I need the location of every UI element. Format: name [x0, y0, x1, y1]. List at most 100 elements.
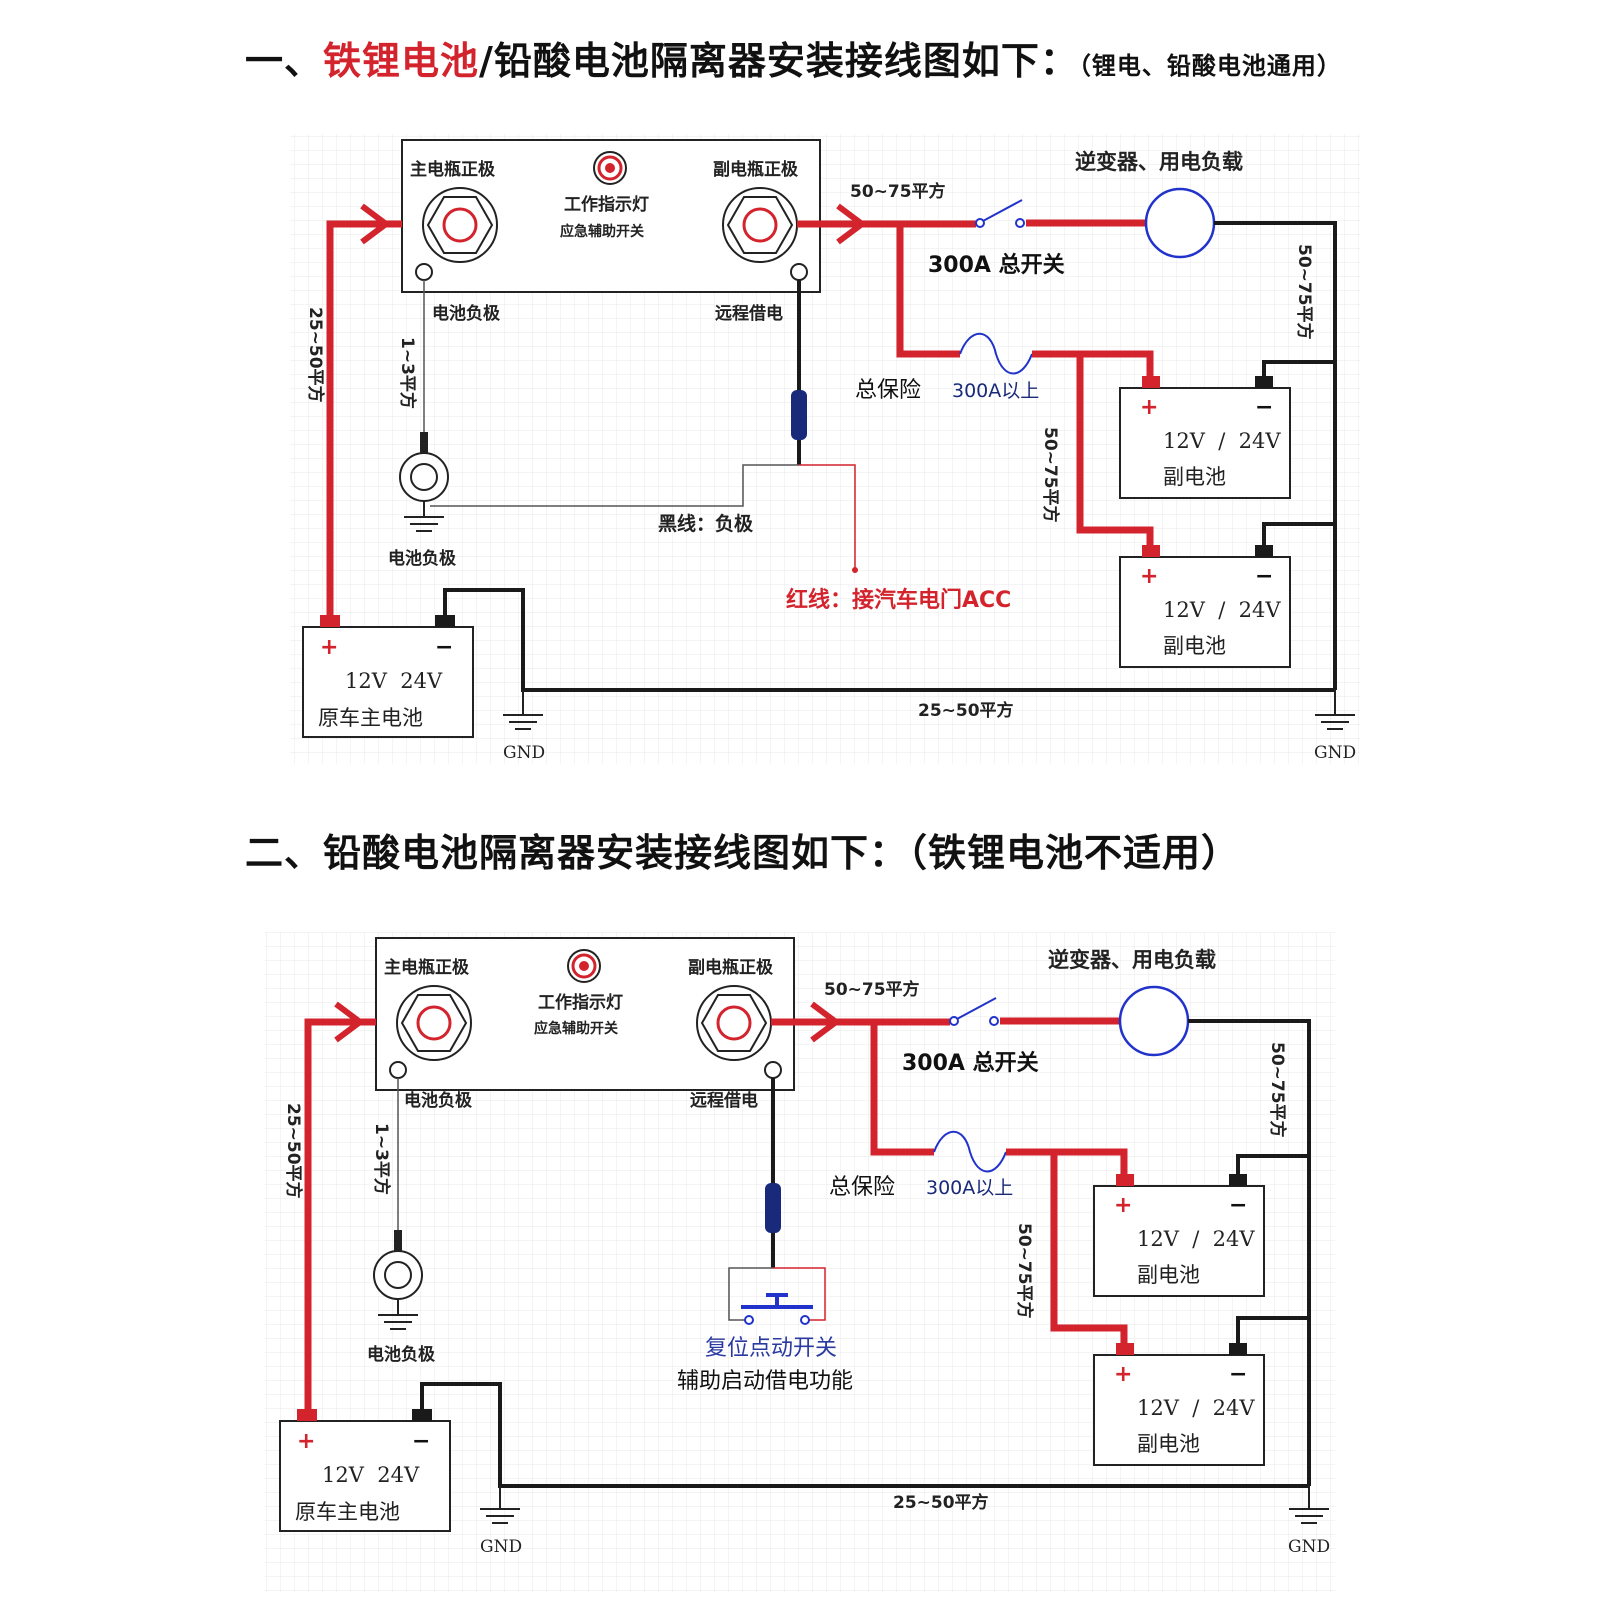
black-wire-sub-neg-2 [1262, 522, 1335, 545]
main-switch-label: 300A 总开关 [902, 1050, 1039, 1076]
indicator-light-icon [593, 151, 627, 185]
battery-negative-label: 电池负极 [404, 1090, 472, 1111]
sub-positive-label: 副电瓶正极 [713, 159, 798, 180]
main-battery-name: 原车主电池 [318, 706, 423, 730]
sub-terminal-icon [722, 187, 798, 263]
plus-label: + [320, 635, 338, 660]
main-positive-label: 主电瓶正极 [410, 159, 495, 180]
red-wire-label: 红线：接汽车电门ACC [786, 587, 1011, 613]
plus-label: + [297, 1429, 315, 1454]
main-battery-voltage: 12V 24V [345, 669, 443, 693]
inverter-load-label: 逆变器、用电负载 [1075, 150, 1243, 174]
ground-icon [503, 690, 543, 730]
main-battery: + − 12V 24V 原车主电池 [302, 615, 474, 738]
main-fuse-label: 总保险 [829, 1175, 895, 1200]
ground-icon [1289, 1486, 1329, 1524]
fuse-rating-label: 300A以上 [952, 380, 1039, 402]
inline-fuse-icon [791, 390, 807, 440]
diagram-title-2: 二、铅酸电池隔离器安装接线图如下：（铁锂电池不适用） [245, 831, 1241, 875]
wire-size-label: 25~50平方 [918, 700, 1014, 721]
main-battery: + − 12V 24V 原车主电池 [279, 1409, 451, 1532]
wiring-diagram-1: 主电瓶正极 副电瓶正极 工作指示灯 应急辅助开关 电池负极 远程借电 25~50… [0, 122, 1600, 812]
wire-size-label: 1~3平方 [397, 337, 418, 409]
black-wire-sub-neg-1 [1236, 1154, 1309, 1174]
title1-prefix: 一、 [245, 39, 324, 83]
gnd-label: GND [1288, 1537, 1330, 1557]
sub-battery-voltage: 12V / 24V [1163, 429, 1281, 453]
ground-icon [480, 1486, 520, 1524]
black-wire-load-return [1188, 1019, 1311, 1486]
minus-label: − [1229, 1193, 1247, 1218]
main-battery-name: 原车主电池 [295, 1500, 400, 1524]
sub-battery-2: + − 12V / 24V 副电池 [1119, 545, 1291, 668]
red-wire-sub-1 [1032, 350, 1154, 384]
diagram-title-1: 一、铁锂电池/铅酸电池隔离器安装接线图如下：（锂电、铅酸电池通用） [245, 30, 1342, 85]
wire-size-label: 25~50平方 [893, 1492, 989, 1513]
minus-label: − [412, 1429, 430, 1454]
main-switch-label: 300A 总开关 [928, 252, 1065, 278]
sub-battery-voltage: 12V / 24V [1137, 1396, 1255, 1420]
sub-battery-name: 副电池 [1137, 1263, 1200, 1287]
red-wire-sub-1 [1006, 1148, 1128, 1182]
red-wire-sub-2 [1076, 354, 1154, 552]
battery-negative-label: 电池负极 [388, 548, 456, 569]
main-fuse-label: 总保险 [855, 378, 921, 403]
main-terminal-icon [422, 187, 498, 263]
title1-note: （锂电、铅酸电池通用） [1078, 52, 1342, 80]
black-wire-negative-lead [430, 464, 799, 507]
sub-battery-name: 副电池 [1137, 1432, 1200, 1456]
minus-label: − [1229, 1362, 1247, 1387]
plus-label: + [1140, 564, 1158, 589]
title1-highlight: 铁锂电池 [323, 39, 480, 83]
wire-size-label: 50~75平方 [824, 979, 920, 1000]
sub-battery-2: + − 12V / 24V 副电池 [1093, 1343, 1265, 1466]
remote-terminal-icon [790, 263, 808, 281]
minus-label: − [435, 635, 453, 660]
red-wire-main [326, 220, 402, 625]
main-switch-icon [949, 997, 999, 1026]
wire-size-label: 50~75平方 [1014, 1223, 1035, 1319]
sub-battery-name: 副电池 [1163, 465, 1226, 489]
red-wire-acc [799, 464, 856, 570]
arrow-icon [836, 203, 867, 245]
ground-icon [404, 501, 444, 532]
work-light-label: 工作指示灯 [538, 992, 623, 1013]
fuse-icon [933, 1131, 1007, 1173]
black-wire-main-neg [443, 588, 1335, 692]
negative-terminal-icon [415, 263, 433, 281]
terminal-lug [420, 432, 428, 454]
red-wire-main [304, 1018, 376, 1421]
assist-function-label: 辅助启动借电功能 [677, 1369, 853, 1394]
gnd-label: GND [1314, 743, 1356, 763]
load-icon [1118, 985, 1190, 1057]
remote-borrow-label: 远程借电 [715, 303, 783, 324]
ground-icon [378, 1299, 418, 1330]
black-wire-sub-neg-2 [1236, 1316, 1309, 1343]
title1-rest: /铅酸电池隔离器安装接线图如下： [479, 39, 1079, 83]
arrow-icon [360, 203, 391, 245]
fuse-rating-label: 300A以上 [926, 1177, 1013, 1199]
wire-size-label: 1~3平方 [371, 1123, 392, 1195]
battery-negative-label: 电池负极 [367, 1344, 435, 1365]
black-wire-main-neg [420, 1382, 1309, 1488]
indicator-light-icon [567, 949, 601, 983]
red-wire-sub-2 [1050, 1152, 1128, 1350]
negative-terminal-icon [389, 1061, 407, 1079]
acc-terminal-icon [852, 567, 858, 573]
remote-borrow-label: 远程借电 [690, 1090, 758, 1111]
sub-battery-name: 副电池 [1163, 634, 1226, 658]
sub-battery-1: + − 12V / 24V 副电池 [1093, 1174, 1265, 1297]
arrow-icon [810, 1001, 841, 1043]
reset-pushbutton-icon [728, 1267, 826, 1325]
main-battery-voltage: 12V 24V [322, 1463, 420, 1487]
battery-negative-label: 电池负极 [432, 303, 500, 324]
sub-positive-label: 副电瓶正极 [688, 957, 773, 978]
plus-label: + [1140, 395, 1158, 420]
black-wire-label: 黑线：负极 [658, 512, 754, 535]
wire-size-label: 50~75平方 [1294, 244, 1315, 340]
gnd-label: GND [480, 1537, 522, 1557]
sub-battery-voltage: 12V / 24V [1137, 1227, 1255, 1251]
arrow-icon [334, 1001, 365, 1043]
sub-battery-voltage: 12V / 24V [1163, 598, 1281, 622]
reset-switch-label: 复位点动开关 [705, 1336, 837, 1361]
